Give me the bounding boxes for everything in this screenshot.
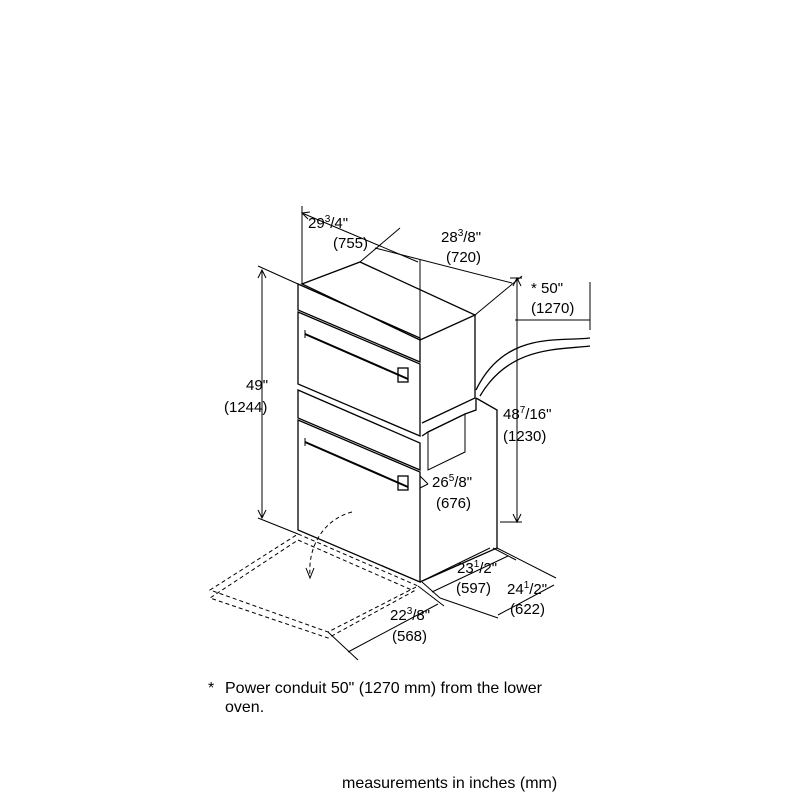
power-conduit-footnote: * Power conduit 50" (1270 mm) from the l… — [208, 679, 568, 717]
lower-control-panel — [297, 389, 421, 471]
footnote-text: Power conduit 50" (1270 mm) from the low… — [225, 680, 542, 716]
svg-text:(568): (568) — [392, 628, 427, 645]
svg-text:231/2": 231/2" — [457, 559, 497, 577]
dim-line-cutout-width — [421, 547, 517, 599]
svg-text:265/8": 265/8" — [432, 473, 472, 491]
oven-unit — [297, 261, 498, 583]
label-width-top: 293/4" (755) — [308, 214, 368, 252]
upper-oven-top-face — [300, 261, 477, 341]
svg-text:283/8": 283/8" — [441, 228, 481, 246]
label-cutout-width: 231/2" (597) — [456, 559, 497, 597]
lower-door-handle — [304, 438, 409, 491]
label-door-swing: 223/8" (568) — [390, 606, 430, 645]
dim-line-height-overall — [257, 265, 299, 535]
upper-oven-door — [297, 311, 421, 437]
svg-text:(720): (720) — [446, 249, 481, 266]
lower-cutout-step — [421, 398, 477, 437]
label-cutout-side: 265/8" (676) — [432, 473, 472, 512]
units-note: measurements in inches (mm) — [342, 775, 558, 792]
dim-line-cutout-side — [419, 475, 429, 489]
svg-text:(622): (622) — [510, 601, 545, 618]
dim-line-cutout-depth — [439, 547, 557, 619]
svg-text:(1270): (1270) — [531, 300, 574, 317]
label-conduit: * 50" (1270) — [531, 280, 574, 317]
door-swing-outline — [208, 511, 420, 639]
svg-text:(755): (755) — [333, 235, 368, 252]
svg-text:(1230): (1230) — [503, 428, 546, 445]
footnote-asterisk: * — [208, 680, 215, 697]
label-cutout-depth: 241/2" (622) — [507, 580, 547, 618]
upper-control-panel — [297, 283, 421, 363]
lower-cutout-notch — [427, 413, 466, 471]
upper-oven-side-face — [421, 315, 476, 424]
svg-text:(676): (676) — [436, 495, 471, 512]
svg-text:(1244): (1244) — [224, 399, 267, 416]
svg-text:(597): (597) — [456, 580, 491, 597]
dim-line-conduit — [515, 282, 591, 330]
cabinet-bottom-edge — [419, 547, 491, 583]
power-conduit — [475, 337, 591, 397]
lower-cabinet-side — [419, 397, 498, 583]
svg-text:223/8": 223/8" — [390, 606, 430, 624]
svg-text:49": 49" — [246, 377, 268, 394]
svg-text:241/2": 241/2" — [507, 580, 547, 598]
label-height-overall: 49" (1244) — [224, 377, 268, 416]
svg-text:487/16": 487/16" — [503, 405, 551, 423]
upper-door-handle — [304, 330, 409, 383]
svg-text:293/4": 293/4" — [308, 214, 348, 232]
label-depth-top: 283/8" (720) — [441, 228, 481, 266]
dim-line-door-swing — [327, 585, 445, 661]
svg-text:* 50": * 50" — [531, 280, 563, 297]
dim-line-height-cutout — [500, 276, 522, 524]
label-height-cutout: 487/16" (1230) — [503, 405, 551, 445]
dim-line-depth-top — [359, 227, 523, 316]
